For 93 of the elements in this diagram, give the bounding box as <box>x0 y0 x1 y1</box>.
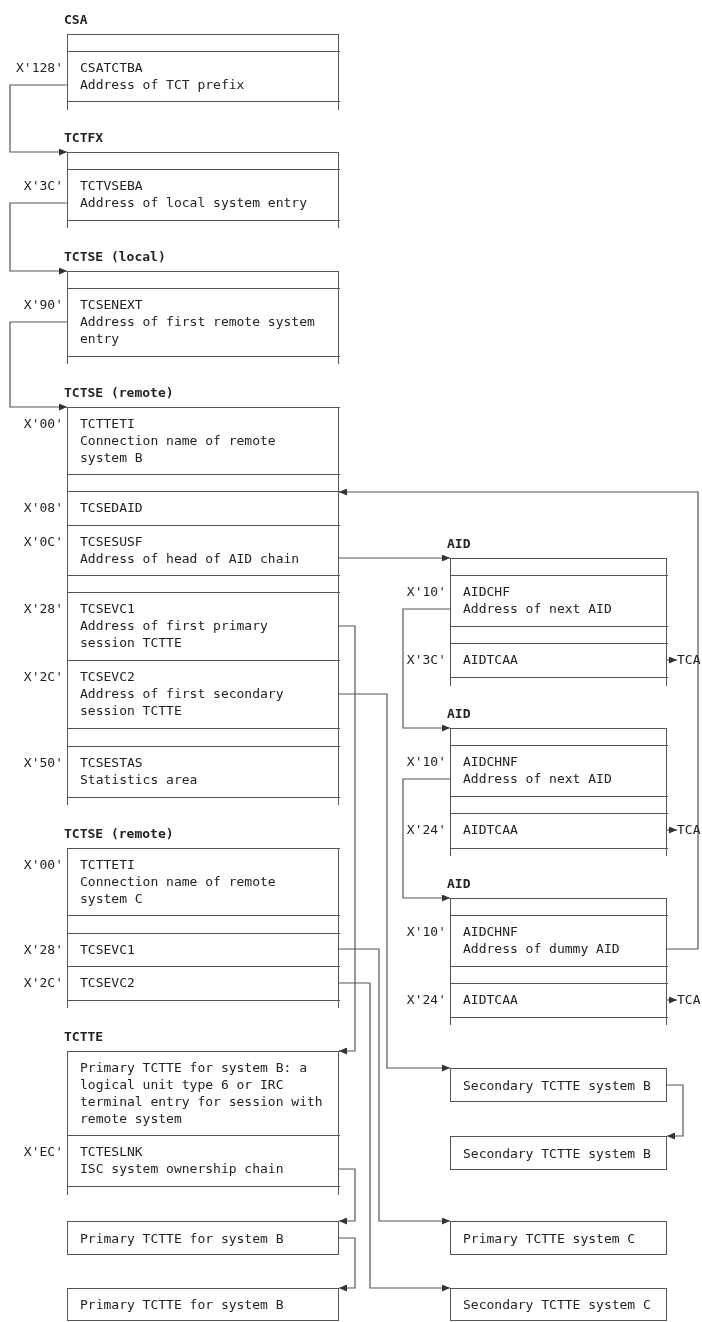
field-description: Address of head of AID chain <box>80 550 301 567</box>
field-description: AIDTCAA <box>463 991 519 1008</box>
field-name: AIDCHNF <box>463 753 519 770</box>
connector-arrow <box>9 84 68 156</box>
pointer-target-label: TCA <box>677 991 701 1009</box>
field-description: AIDTCAA <box>463 651 519 668</box>
field-description: Address of TCT prefix <box>80 76 246 93</box>
field-description: Address of next AID <box>463 770 613 787</box>
block-title: AID <box>447 705 471 722</box>
offset-label: X'128' <box>16 59 63 76</box>
connector-arrow <box>402 778 451 902</box>
block-title: AID <box>447 875 471 892</box>
field-description: ISC system ownership chain <box>80 1160 285 1177</box>
connector-arrow <box>338 554 451 562</box>
offset-label: X'28' <box>23 941 63 958</box>
field-description: Connection name of remote system B <box>80 432 277 466</box>
block-title: TCTSE (remote) <box>64 825 174 842</box>
field-name: TCSENEXT <box>80 296 144 313</box>
connector-arrow <box>9 321 68 411</box>
field-description: TCSEVC2 <box>80 974 136 991</box>
field-description: Address of local system entry <box>80 194 308 211</box>
box-label: Secondary TCTTE system B <box>463 1076 651 1094</box>
pointer-target-label: TCA <box>677 821 701 839</box>
connector-arrow <box>666 656 678 664</box>
entry-box <box>450 1136 667 1170</box>
field-description: TCSEVC1 <box>80 941 136 958</box>
field-name: TCSESUSF <box>80 533 144 550</box>
block-title: CSA <box>64 11 88 28</box>
offset-label: X'08' <box>23 499 63 516</box>
connector-arrow <box>338 625 356 1055</box>
box-label: Secondary TCTTE system C <box>463 1296 651 1313</box>
offset-label: X'10' <box>406 583 446 600</box>
field-name: CSATCTBA <box>80 59 144 76</box>
offset-label: X'28' <box>23 600 63 617</box>
connector-arrow <box>338 948 451 1225</box>
offset-label: X'3C' <box>406 651 446 668</box>
connector-arrow <box>402 608 451 732</box>
entry-box <box>67 1288 339 1321</box>
connector-arrow <box>338 488 699 950</box>
field-name: TCTTETI <box>80 415 136 432</box>
block-title: TCTSE (remote) <box>64 384 174 401</box>
offset-label: X'24' <box>406 991 446 1008</box>
offset-label: X'00' <box>23 415 63 432</box>
entry-box <box>450 1221 667 1255</box>
offset-label: X'90' <box>23 296 63 313</box>
field-description: Primary TCTTE for system B: a logical unit type 6 or IRC terminal entry for session with remote system <box>80 1059 324 1127</box>
connector-arrow <box>338 982 451 1292</box>
connector-arrow <box>666 996 678 1004</box>
connector-arrow <box>9 202 68 275</box>
field-description: TCSEDAID <box>80 499 144 516</box>
box-label: Primary TCTTE for system B <box>80 1296 284 1313</box>
box-label: Secondary TCTTE system B <box>463 1144 651 1162</box>
offset-label: X'00' <box>23 856 63 873</box>
pointer-target-label: TCA <box>677 651 701 669</box>
field-description: Statistics area <box>80 771 199 788</box>
offset-label: X'24' <box>406 821 446 838</box>
field-description: Address of next AID <box>463 600 613 617</box>
field-name: TCTTETI <box>80 856 136 873</box>
field-name: TCSEVC1 <box>80 600 136 617</box>
field-description: Address of dummy AID <box>463 940 621 957</box>
offset-label: X'10' <box>406 753 446 770</box>
connector-arrow <box>666 826 678 834</box>
entry-box <box>450 1068 667 1102</box>
field-description: Address of first secondary session TCTTE <box>80 685 285 719</box>
entry-box <box>67 1221 339 1255</box>
field-name: AIDCHNF <box>463 923 519 940</box>
box-label: Primary TCTTE for system B <box>80 1229 284 1247</box>
offset-label: X'2C' <box>23 974 63 991</box>
offset-label: X'EC' <box>23 1143 63 1160</box>
connector-arrow <box>338 1168 356 1225</box>
connector-arrow <box>338 693 451 1072</box>
offset-label: X'10' <box>406 923 446 940</box>
field-name: TCTESLNK <box>80 1143 144 1160</box>
offset-label: X'50' <box>23 754 63 771</box>
box-label: Primary TCTTE system C <box>463 1229 636 1247</box>
field-description: Address of first primary session TCTTE <box>80 617 269 651</box>
connector-arrow <box>666 1084 684 1140</box>
field-description: AIDTCAA <box>463 821 519 838</box>
field-name: AIDCHF <box>463 583 511 600</box>
field-description: Address of first remote system entry <box>80 313 316 347</box>
field-name: TCSESTAS <box>80 754 144 771</box>
field-name: TCSEVC2 <box>80 668 136 685</box>
connector-arrow <box>338 1237 356 1292</box>
block-title: TCTTE <box>64 1028 104 1045</box>
block-title: TCTFX <box>64 129 104 146</box>
block-title: TCTSE (local) <box>64 248 166 265</box>
entry-box <box>450 1288 667 1321</box>
offset-label: X'2C' <box>23 668 63 685</box>
field-name: TCTVSEBA <box>80 177 144 194</box>
offset-label: X'0C' <box>23 533 63 550</box>
field-description: Connection name of remote system C <box>80 873 277 907</box>
offset-label: X'3C' <box>23 177 63 194</box>
block-title: AID <box>447 535 471 552</box>
